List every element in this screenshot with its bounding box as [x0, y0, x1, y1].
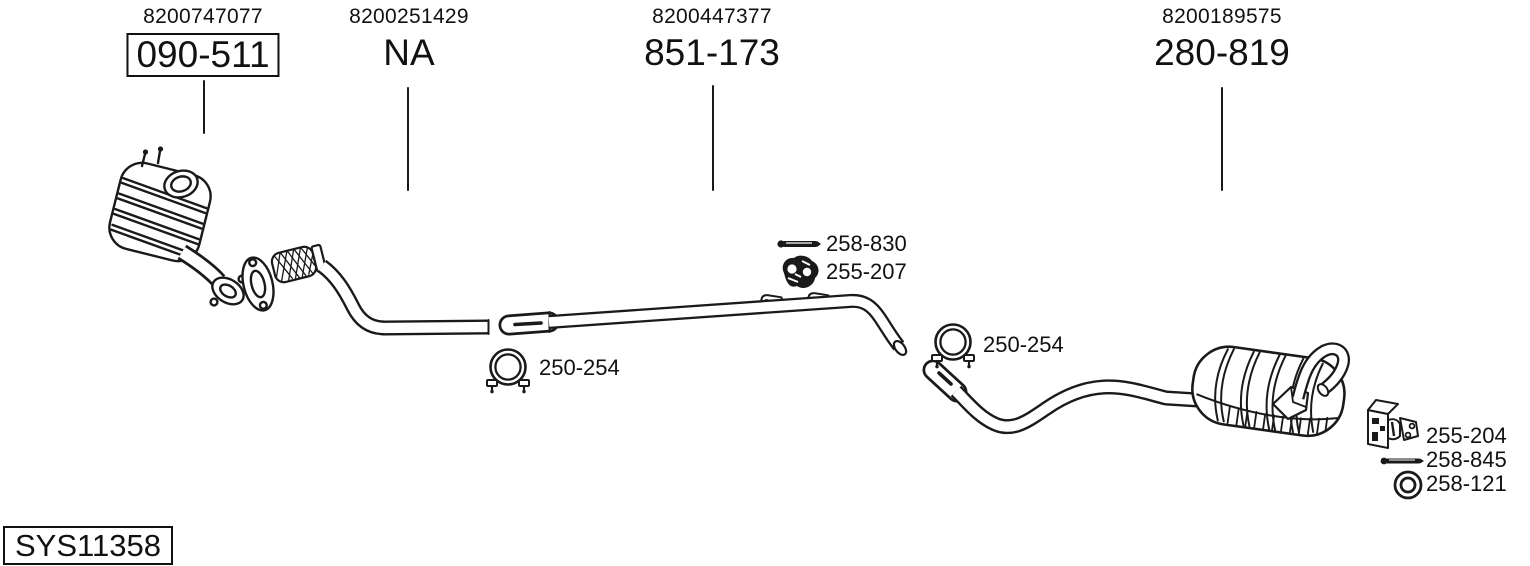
part-column-2: 8200251429 NA — [349, 5, 469, 73]
system-code: SYS11358 — [3, 526, 173, 565]
bolt-icon — [1380, 457, 1424, 465]
part-column-4: 8200189575 280-819 — [1154, 5, 1290, 73]
part-number: 090-511 — [126, 33, 280, 77]
pipe-clamp-icon — [931, 323, 975, 369]
callout-label: 258-830 — [826, 231, 907, 256]
flex-pipe-art — [241, 243, 327, 312]
callout-label: 250-254 — [983, 332, 1064, 357]
seal-ring-icon — [1393, 470, 1423, 500]
catalytic-converter-art — [108, 146, 247, 307]
callout-label: 250-254 — [539, 355, 620, 380]
centre-pipe-art — [498, 292, 908, 357]
hanger-bracket-icon — [1367, 399, 1419, 449]
callout-label: 258-121 — [1426, 471, 1507, 496]
oe-number: 8200189575 — [1162, 5, 1282, 28]
oe-number: 8200251429 — [349, 5, 469, 28]
part-column-3: 8200447377 851-173 — [644, 5, 780, 73]
part-column-1: 8200747077 090-511 — [126, 5, 280, 77]
part-number: 851-173 — [644, 32, 780, 73]
oe-number: 8200747077 — [143, 5, 263, 28]
part-number: 280-819 — [1154, 32, 1290, 73]
front-pipe-art — [317, 259, 490, 336]
rubber-mount-icon — [782, 255, 819, 289]
pipe-clamp-icon — [486, 348, 530, 394]
oe-number: 8200447377 — [652, 5, 772, 28]
rear-silencer-art — [922, 342, 1350, 438]
callout-label: 255-204 — [1426, 423, 1507, 448]
part-number: NA — [383, 32, 435, 73]
leader-lines — [203, 80, 1223, 191]
bolt-icon — [777, 240, 821, 248]
callout-label: 258-845 — [1426, 447, 1507, 472]
callout-label: 255-207 — [826, 259, 907, 284]
